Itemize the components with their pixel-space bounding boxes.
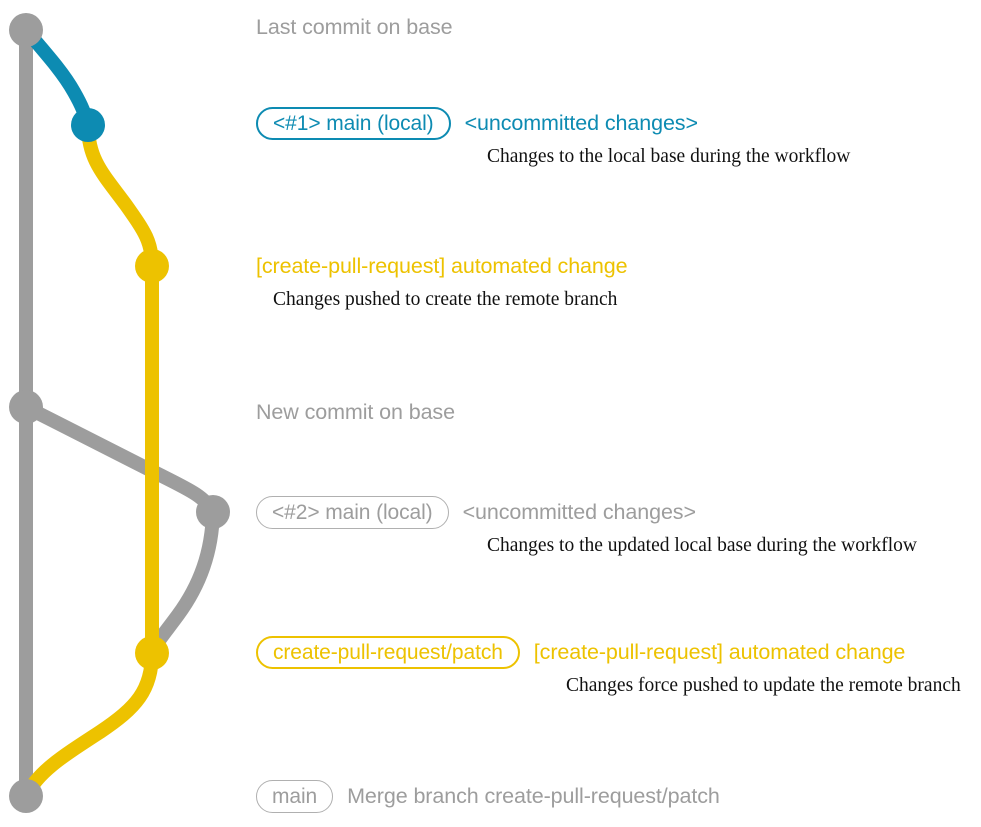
- entry-automated-change-1: [create-pull-request] automated change C…: [256, 250, 628, 311]
- commit-node-base-bottom: [9, 779, 43, 813]
- entry-local-uncommitted-1: <#1> main (local) <uncommitted changes> …: [256, 107, 850, 168]
- entry-headline: create-pull-request/patch [create-pull-r…: [256, 636, 905, 669]
- commit-subject: [create-pull-request] automated change: [533, 640, 906, 664]
- ref-pill-create-pull-request-patch[interactable]: create-pull-request/patch: [256, 636, 520, 669]
- commit-note: Changes force pushed to update the remot…: [566, 675, 961, 696]
- entry-headline: <#2> main (local) <uncommitted changes>: [256, 496, 696, 529]
- commit-node-local-1: [71, 108, 105, 142]
- entry-merge-commit: main Merge branch create-pull-request/pa…: [256, 780, 720, 813]
- ref-pill-main[interactable]: main: [256, 780, 334, 813]
- commit-subject: Merge branch create-pull-request/patch: [347, 784, 720, 808]
- commit-subject: [create-pull-request] automated change: [256, 254, 628, 278]
- entry-automated-change-2: create-pull-request/patch [create-pull-r…: [256, 636, 961, 697]
- entry-headline: <#1> main (local) <uncommitted changes>: [256, 107, 698, 140]
- commit-node-patch-2: [135, 636, 169, 670]
- edge-patch-2-to-merge: [19, 646, 159, 803]
- ref-pill-main-local-2[interactable]: <#2> main (local): [256, 496, 449, 529]
- entry-new-commit-on-base: New commit on base: [256, 396, 455, 429]
- entry-last-commit-on-base: Last commit on base: [256, 11, 453, 44]
- commit-node-patch-1: [135, 249, 169, 283]
- commit-subject: Last commit on base: [256, 15, 453, 39]
- commit-note: Changes to the updated local base during…: [487, 535, 917, 556]
- commit-subject: <uncommitted changes>: [462, 500, 696, 524]
- commit-node-base-mid: [9, 390, 43, 424]
- commit-node-local-2: [196, 495, 230, 529]
- entry-headline: main Merge branch create-pull-request/pa…: [256, 780, 720, 813]
- commit-note: Changes to the local base during the wor…: [487, 146, 851, 167]
- ref-pill-main-local-1[interactable]: <#1> main (local): [256, 107, 451, 140]
- commit-subject: New commit on base: [256, 400, 455, 424]
- entry-local-uncommitted-2: <#2> main (local) <uncommitted changes> …: [256, 496, 917, 557]
- commit-subject: <uncommitted changes>: [464, 111, 698, 135]
- edge-local-1-to-patch-1: [81, 118, 159, 273]
- entry-headline: [create-pull-request] automated change: [256, 250, 628, 283]
- commit-node-base-top: [9, 13, 43, 47]
- commit-note: Changes pushed to create the remote bran…: [273, 289, 618, 310]
